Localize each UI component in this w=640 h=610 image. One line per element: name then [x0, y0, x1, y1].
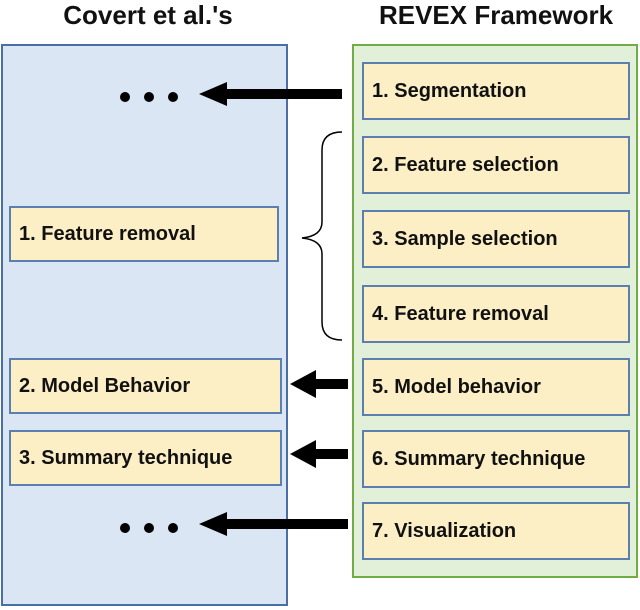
right-step-feature-selection: 2. Feature selection [362, 136, 630, 194]
ellipsis-top [120, 92, 178, 102]
left-step-model-behavior: 2. Model Behavior [9, 358, 282, 414]
right-step-model-behavior: 5. Model behavior [362, 358, 630, 416]
arrow-visualization-to-ellipsis [199, 512, 348, 536]
arrow-summary-technique [290, 440, 348, 468]
right-step-feature-removal: 4. Feature removal [362, 285, 630, 343]
grouping-brace [301, 131, 343, 341]
right-step-sample-selection: 3. Sample selection [362, 210, 630, 268]
right-step-summary-technique: 6. Summary technique [362, 430, 630, 488]
right-step-segmentation: 1. Segmentation [362, 62, 630, 120]
ellipsis-bottom [120, 523, 178, 533]
left-step-summary-technique: 3. Summary technique [9, 430, 282, 486]
arrow-segmentation-to-ellipsis [199, 82, 342, 106]
arrow-model-behavior [290, 370, 348, 398]
left-step-feature-removal: 1. Feature removal [9, 206, 279, 262]
right-framework-title: REVEX Framework [378, 0, 614, 30]
covert-framework-panel [1, 44, 288, 606]
right-step-visualization: 7. Visualization [362, 502, 630, 560]
left-framework-title: Covert et al.'s [63, 0, 233, 30]
